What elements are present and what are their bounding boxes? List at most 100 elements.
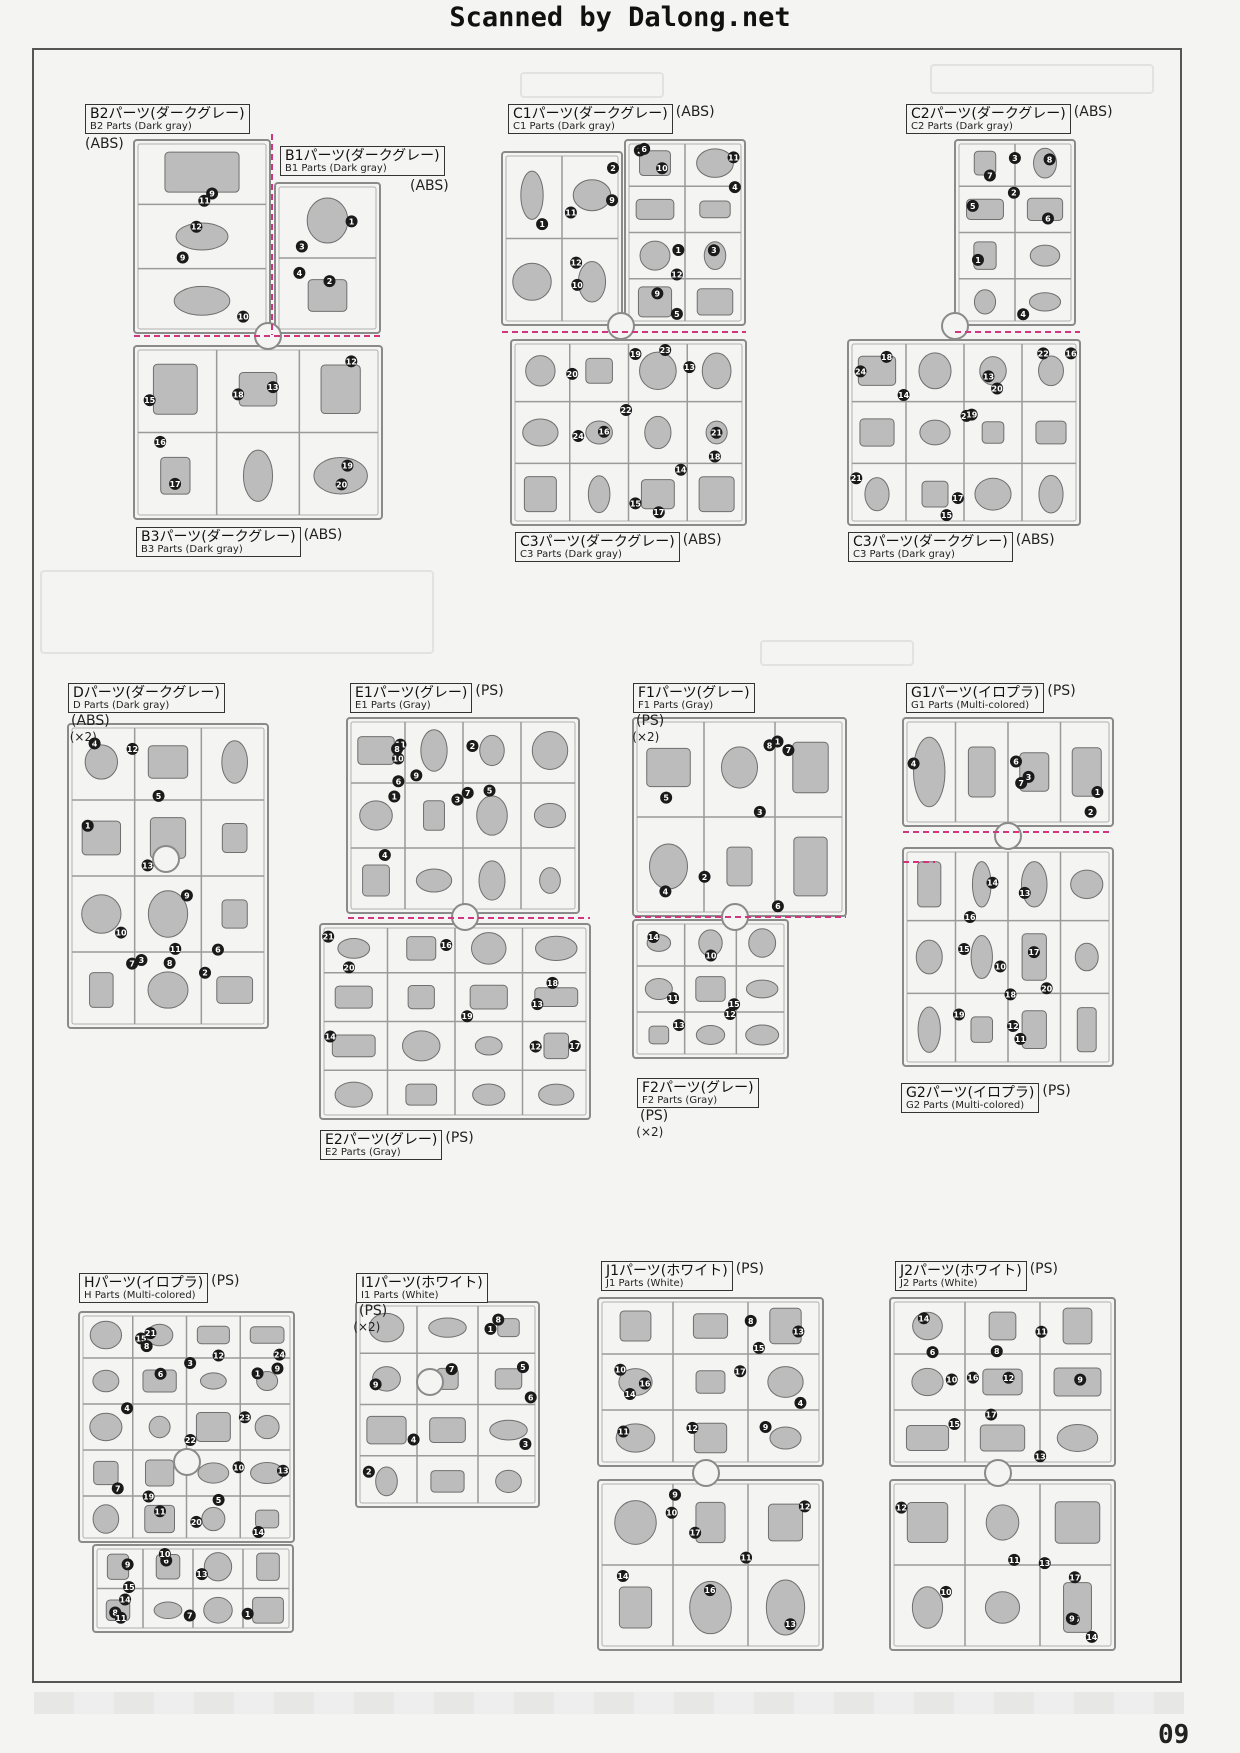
part-number-badge [990, 1345, 1003, 1358]
runner-label-jp: Dパーツ(ダークグレー) [73, 685, 220, 701]
part-number-text: 2 [202, 969, 208, 978]
part-number-badge [144, 1327, 157, 1340]
part-number-text: 9 [414, 771, 420, 780]
plastic-part [979, 1424, 1026, 1452]
part-number-badge [1041, 212, 1054, 225]
part-number-badge [734, 1365, 747, 1378]
part-number-text: 14 [325, 1033, 337, 1042]
part-number-badge [536, 218, 549, 231]
part-number-badge [660, 791, 673, 804]
plastic-part [648, 1025, 670, 1045]
bleed-through-box [930, 64, 1154, 94]
part-number-badge [362, 1465, 375, 1478]
part-number-badge [266, 381, 279, 394]
part-number-text: 12 [1003, 1374, 1014, 1383]
plastic-part [334, 1081, 373, 1108]
plastic-part [164, 151, 240, 193]
part-number-text: 15 [959, 945, 971, 954]
part-number-badge [926, 1346, 939, 1359]
part-number-badge [211, 943, 224, 956]
part-number-badge [1065, 1612, 1078, 1625]
runner-hub [607, 312, 635, 340]
part-number-text: 19 [953, 1011, 965, 1020]
part-number-badge [672, 244, 685, 257]
plastic-part [572, 179, 612, 212]
part-number-text: 16 [964, 913, 976, 922]
runner-material: (ABS) [682, 532, 722, 548]
part-number-text: 3 [455, 796, 461, 805]
part-number-text: 20 [992, 384, 1004, 393]
part-number-badge [407, 1433, 420, 1446]
plastic-part [911, 1367, 944, 1397]
part-number-badge [771, 735, 784, 748]
part-number-text: 17 [1069, 1573, 1080, 1582]
part-number-badge [986, 876, 999, 889]
plastic-part [89, 1412, 123, 1442]
part-number-badge [410, 769, 423, 782]
part-number-text: 14 [624, 1390, 636, 1399]
part-number-text: 16 [441, 941, 453, 950]
part-number-badge [564, 206, 577, 219]
part-number-text: 16 [967, 1374, 979, 1383]
plastic-part [525, 355, 556, 387]
part-number-text: 12 [127, 745, 138, 754]
part-number-badge [461, 786, 474, 799]
plastic-part [973, 289, 997, 315]
part-number-badge [744, 1314, 757, 1327]
part-number-text: 9 [209, 189, 215, 198]
part-number-badge [126, 957, 139, 970]
part-number-badge [81, 819, 94, 832]
runner-frame [501, 151, 623, 326]
part-number-text: 7 [1018, 779, 1024, 788]
part-number-badge [232, 388, 245, 401]
part-number-badge [271, 1362, 284, 1375]
part-number-text: 1 [539, 220, 545, 229]
plastic-part [748, 928, 777, 958]
part-number-text: 4 [732, 183, 738, 192]
runner-label-en: C2 Parts (Dark gray) [911, 121, 1013, 132]
part-number-text: 13 [684, 363, 695, 372]
plastic-part [538, 1083, 575, 1106]
plastic-part [769, 1307, 802, 1345]
part-number-badge [212, 1493, 225, 1506]
runner-material: (PS) [475, 683, 504, 699]
runner-label-jp: G2パーツ(イロプラ) [906, 1085, 1035, 1101]
part-number-badge [759, 1420, 772, 1433]
part-number-badge [484, 1322, 497, 1335]
part-number-text: 12 [346, 357, 357, 366]
part-number-badge [965, 408, 978, 421]
part-number-badge [461, 1010, 474, 1023]
part-number-badge [295, 240, 308, 253]
plastic-part [512, 262, 552, 301]
part-number-text: 1 [392, 792, 398, 801]
part-number-badge [342, 961, 355, 974]
part-number-text: 24 [573, 432, 585, 441]
part-number-badge [570, 256, 583, 269]
part-number-text: 14 [617, 1572, 629, 1581]
part-number-badge [169, 477, 182, 490]
plastic-part [478, 860, 506, 901]
part-number-text: 16 [598, 428, 610, 437]
part-number-badge [546, 976, 559, 989]
part-number-badge [704, 1584, 717, 1597]
part-number-badge [727, 151, 740, 164]
part-number-text: 20 [343, 963, 355, 972]
part-number-text: 16 [704, 1586, 716, 1595]
part-number-text: 10 [393, 755, 405, 764]
part-number-text: 1 [676, 246, 682, 255]
part-number-text: 21 [851, 474, 863, 483]
runner-label-jp: J2パーツ(ホワイト) [900, 1263, 1022, 1279]
plastic-part [533, 802, 567, 829]
part-number-badge [948, 1418, 961, 1431]
part-number-text: 17 [169, 480, 180, 489]
plastic-part [1076, 1007, 1097, 1053]
runner-hub [451, 903, 479, 931]
plastic-part [254, 1414, 280, 1440]
part-number-text: 12 [571, 259, 582, 268]
plastic-part [534, 935, 578, 962]
plastic-part [221, 822, 248, 854]
part-number-badge [1085, 1630, 1098, 1643]
part-number-text: 16 [1065, 349, 1077, 358]
part-number-text: 23 [660, 346, 671, 355]
part-number-badge [531, 998, 544, 1011]
